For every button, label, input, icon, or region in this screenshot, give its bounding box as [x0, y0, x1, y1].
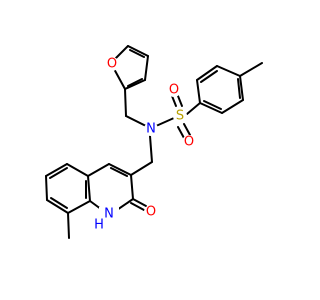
bond-tol-6 [199, 102, 223, 114]
bond-tol-2 [196, 65, 218, 81]
bond-s-o1-b [177, 95, 183, 107]
bond-q-c4-c3-d [110, 167, 128, 177]
bond-q-c4-c3 [108, 163, 132, 176]
bond-co-b [130, 202, 145, 211]
atom-o-furan: O [105, 57, 119, 72]
bond-furan-o-c2 [112, 66, 126, 90]
bond-furan-c2-c3 [124, 79, 146, 90]
atom-o-sulfonyl-1: O [167, 83, 181, 98]
bond-tol-methyl [239, 62, 263, 77]
svg-text:N: N [146, 122, 156, 137]
bond-tol-5 [221, 99, 244, 114]
molecule-diagram: O N S O O N H O [45, 45, 263, 239]
bond-tol-d1 [200, 70, 218, 83]
svg-text:O: O [107, 57, 117, 72]
bond-b-2 [45, 163, 68, 177]
bond-tol-4 [239, 75, 244, 101]
bond-q-c4a-c4 [87, 163, 110, 177]
svg-text:N: N [104, 207, 114, 222]
bond-tol-d3 [203, 100, 222, 110]
svg-text:O: O [169, 83, 179, 98]
bond-furan-double-1 [127, 78, 143, 87]
bond-n-ch2-q [149, 135, 153, 163]
bond-tol-1 [196, 79, 201, 104]
bond-ch2-n [125, 115, 149, 128]
bond-b-1 [66, 163, 89, 177]
bond-b-4 [46, 199, 69, 214]
bond-b-3 [45, 175, 48, 201]
bond-b-5 [67, 200, 91, 214]
bond-s-o2-b [183, 123, 191, 136]
bond-s-o1-a [171, 95, 177, 107]
atom-labels: O N S O O N H O [94, 57, 196, 233]
bond-b-d2 [50, 197, 68, 209]
bonds [45, 45, 263, 239]
svg-text:O: O [184, 135, 194, 150]
bond-tol-3 [216, 65, 241, 77]
bond-co-a [132, 198, 147, 207]
svg-text:O: O [146, 205, 156, 220]
bond-ch2-q [130, 161, 153, 176]
bond-furan-double-2 [129, 49, 145, 58]
bond-q-c8a-c4a [87, 175, 91, 202]
atom-o-carbonyl: O [144, 205, 158, 220]
bond-b-d1 [49, 167, 68, 179]
bond-s-o2-a [177, 126, 185, 139]
bond-furan-c4-c5 [127, 45, 149, 57]
bond-furan-ch2 [124, 88, 127, 117]
atom-o-sulfonyl-2: O [182, 135, 196, 150]
atom-n-sulfonamide: N [144, 122, 158, 137]
bond-n-s [155, 117, 175, 127]
bond-tol-d2 [237, 78, 241, 99]
svg-text:H: H [94, 218, 104, 233]
bond-s-tolyl [186, 102, 201, 115]
bond-q-c3-c2 [130, 174, 134, 200]
bond-b-methyl [67, 212, 70, 239]
bond-furan-c3-c4 [144, 55, 149, 81]
atom-nh-quinolinone: N H [94, 207, 119, 233]
svg-text:S: S [176, 109, 184, 124]
atom-s: S [173, 109, 187, 124]
